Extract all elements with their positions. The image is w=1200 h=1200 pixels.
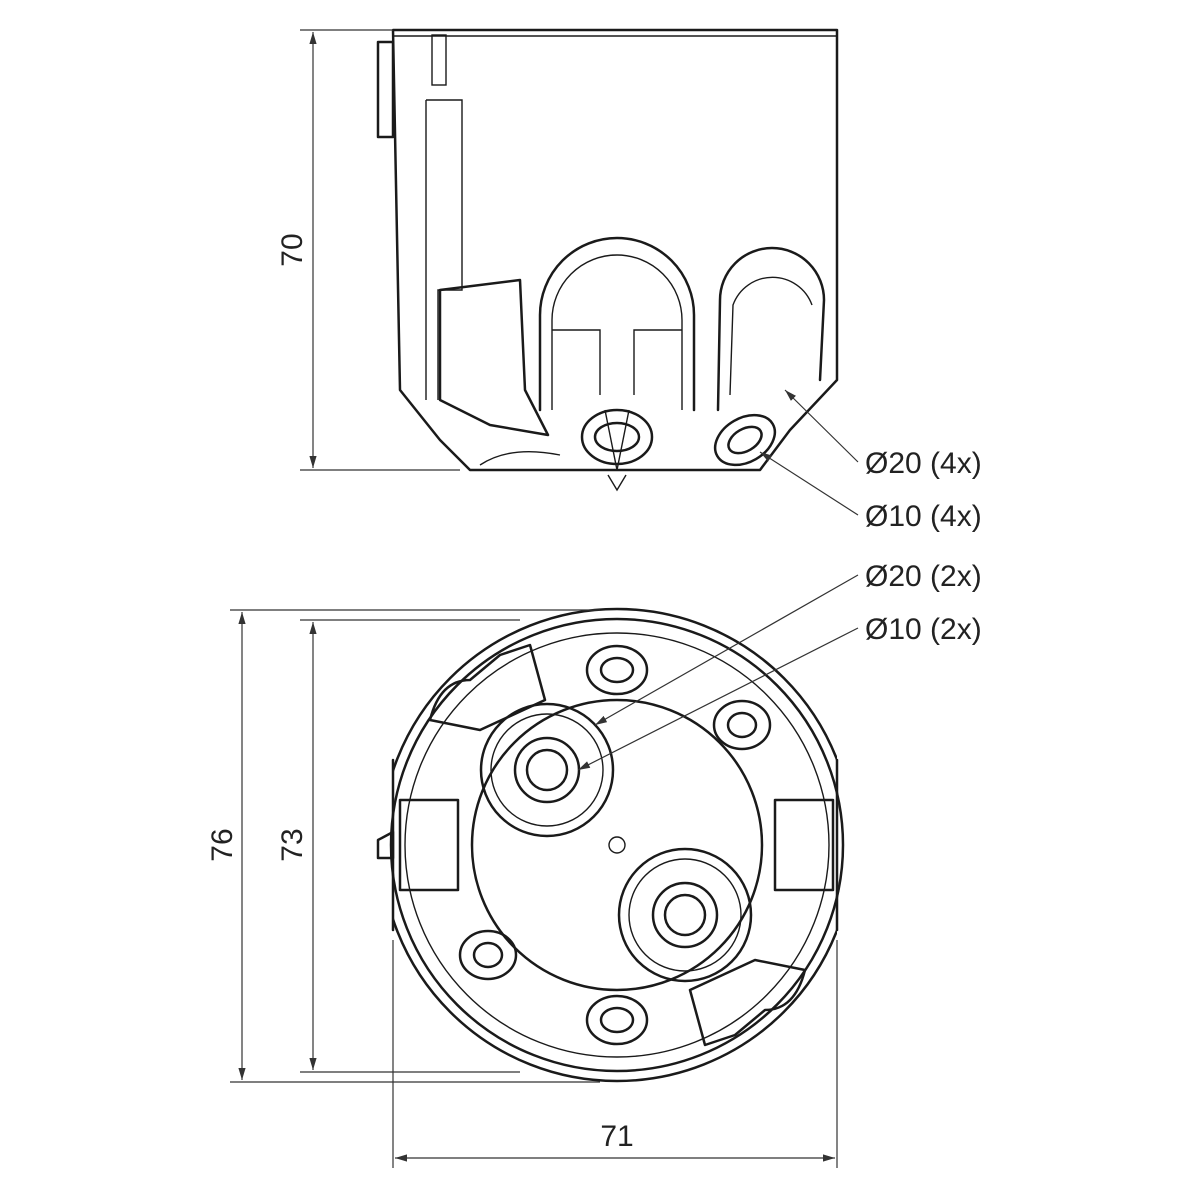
leader-bottom-d10: [577, 627, 859, 771]
callout-bottom-d10: Ø10 (2x): [865, 613, 982, 646]
bottom-view: [376, 607, 845, 1083]
callout-side-d20: Ø20 (4x): [865, 447, 982, 480]
callout-side-d10: Ø10 (4x): [865, 500, 982, 533]
leader-side-d20: [784, 389, 859, 463]
leader-side-d10: [759, 451, 859, 516]
dimension-71: 71: [600, 1120, 633, 1153]
callout-bottom-d20: Ø20 (2x): [865, 560, 982, 593]
dimension-70: 70: [276, 233, 309, 266]
side-view: [376, 28, 839, 492]
dimension-73: 73: [276, 828, 309, 861]
dimension-76: 76: [206, 828, 239, 861]
leader-bottom-d20: [594, 574, 859, 726]
